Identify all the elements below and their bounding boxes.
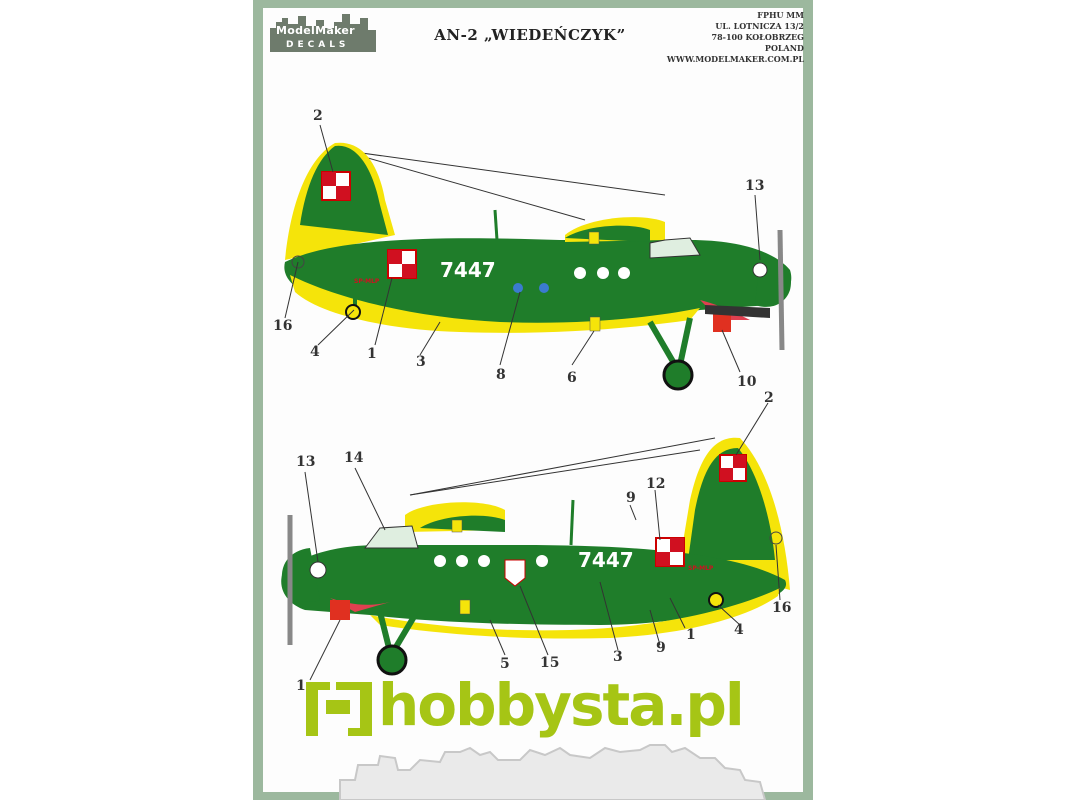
callout-number: 4 bbox=[734, 622, 744, 638]
logo-subtext: DECALS bbox=[286, 40, 350, 50]
watermark-text: hobbysta.pl bbox=[378, 671, 745, 739]
sheet-title: AN-2 „WIEDEŃCZYK” bbox=[434, 26, 626, 44]
aircraft-bottom-view bbox=[281, 437, 790, 676]
callout-number: 16 bbox=[273, 318, 293, 334]
callout-number: 10 bbox=[737, 374, 757, 390]
callout-number: 2 bbox=[764, 390, 774, 406]
reg-bottom: SP-MLP bbox=[688, 565, 714, 572]
callout-number: 2 bbox=[313, 108, 323, 124]
address-line: FPHU MM bbox=[757, 10, 804, 20]
callout-number: 8 bbox=[496, 367, 506, 383]
city-silhouette bbox=[339, 744, 767, 800]
callout-number: 1 bbox=[367, 346, 377, 362]
callout-number: 4 bbox=[310, 344, 320, 360]
callout-number: 9 bbox=[626, 490, 636, 506]
address-line: UL. LOTNICZA 13/2 bbox=[715, 21, 804, 31]
callout-number: 12 bbox=[646, 476, 666, 492]
modelmaker-logo bbox=[270, 14, 376, 52]
callout-number: 16 bbox=[772, 600, 792, 616]
callout-number: 13 bbox=[745, 178, 765, 194]
address-block: FPHU MM UL. LOTNICZA 13/2 78-100 KOŁOBRZ… bbox=[644, 10, 804, 65]
sheet-paper bbox=[263, 8, 803, 792]
callout-leaders bbox=[284, 124, 781, 681]
serial-bottom: 7447 bbox=[578, 548, 634, 572]
callout-number: 3 bbox=[416, 354, 426, 370]
serial-top: 7447 bbox=[440, 258, 496, 282]
address-line: WWW.MODELMAKER.COM.PL bbox=[666, 54, 804, 64]
callout-number: 14 bbox=[344, 450, 364, 466]
hobbysta-logo-icon bbox=[306, 682, 372, 736]
callout-number: 13 bbox=[296, 454, 316, 470]
callout-number: 6 bbox=[567, 370, 577, 386]
callout-number: 15 bbox=[540, 655, 560, 671]
callout-number: 9 bbox=[656, 640, 666, 656]
reg-top: SP-MLP bbox=[354, 278, 380, 285]
logo-text: ModelMaker bbox=[276, 24, 355, 37]
callout-number: 1 bbox=[296, 678, 306, 694]
callout-number: 5 bbox=[500, 656, 510, 672]
address-line: 78-100 KOŁOBRZEG bbox=[711, 32, 804, 42]
address-line: POLAND bbox=[764, 43, 804, 53]
aircraft-top-view bbox=[284, 142, 792, 391]
callout-number: 3 bbox=[613, 649, 623, 665]
callout-number: 1 bbox=[686, 627, 696, 643]
